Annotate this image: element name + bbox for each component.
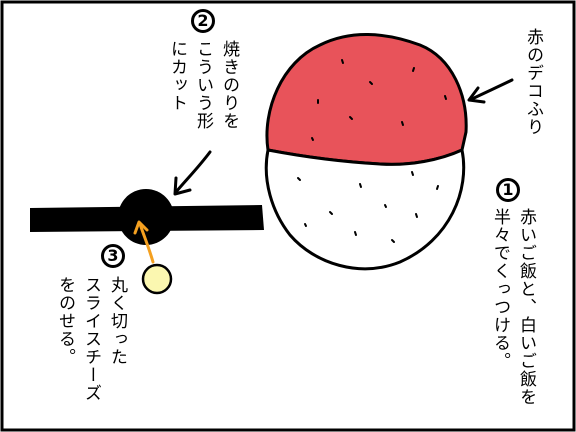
cheese-slice [141, 263, 173, 295]
rice-ball [264, 33, 468, 271]
white-rice-half [264, 147, 466, 271]
step-1-text: 赤いご飯と、白いご飯を 半々でくっつける。 [490, 208, 536, 406]
step-1-badge: 1 [496, 178, 520, 202]
red-rice-grains [311, 59, 447, 141]
cheese-arrow [133, 220, 155, 264]
step-3-badge: 3 [101, 244, 125, 268]
white-rice-grains [297, 171, 439, 243]
step-2-text: 焼きのりを こういう形 にカット [167, 40, 239, 130]
step-2-badge: 2 [191, 9, 215, 33]
topping-label: 赤のデコふり [523, 28, 543, 136]
step-3-text: 丸く切った スライスチーズ をのせる。 [55, 276, 127, 402]
topping-arrow [467, 78, 514, 104]
nori-arrow [173, 150, 212, 196]
red-rice-half [265, 33, 468, 166]
nori-strip [30, 189, 264, 245]
